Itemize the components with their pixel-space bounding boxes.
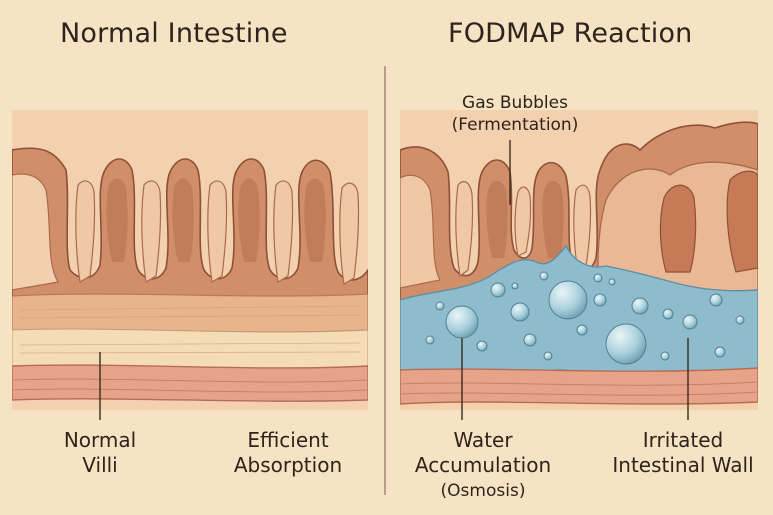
osmosis-label: (Osmosis) bbox=[440, 481, 526, 501]
normal-intestine-title: Normal Intestine bbox=[60, 18, 288, 49]
irritated-wall-label: Irritated Intestinal Wall bbox=[612, 428, 754, 477]
water-accumulation-label: Water Accumulation bbox=[414, 428, 552, 477]
normal-intestine-illustration bbox=[12, 110, 368, 410]
gas-bubbles bbox=[425, 271, 745, 365]
fodmap-reaction-illustration bbox=[400, 110, 758, 410]
gas-bubbles-label: Gas Bubbles (Fermentation) bbox=[451, 93, 579, 135]
fodmap-reaction-title: FODMAP Reaction bbox=[448, 18, 693, 49]
label-leader-lines bbox=[99, 140, 689, 420]
normal-villi-label: Normal Villi bbox=[63, 428, 137, 477]
efficient-absorption-label: Efficient Absorption bbox=[233, 428, 343, 477]
